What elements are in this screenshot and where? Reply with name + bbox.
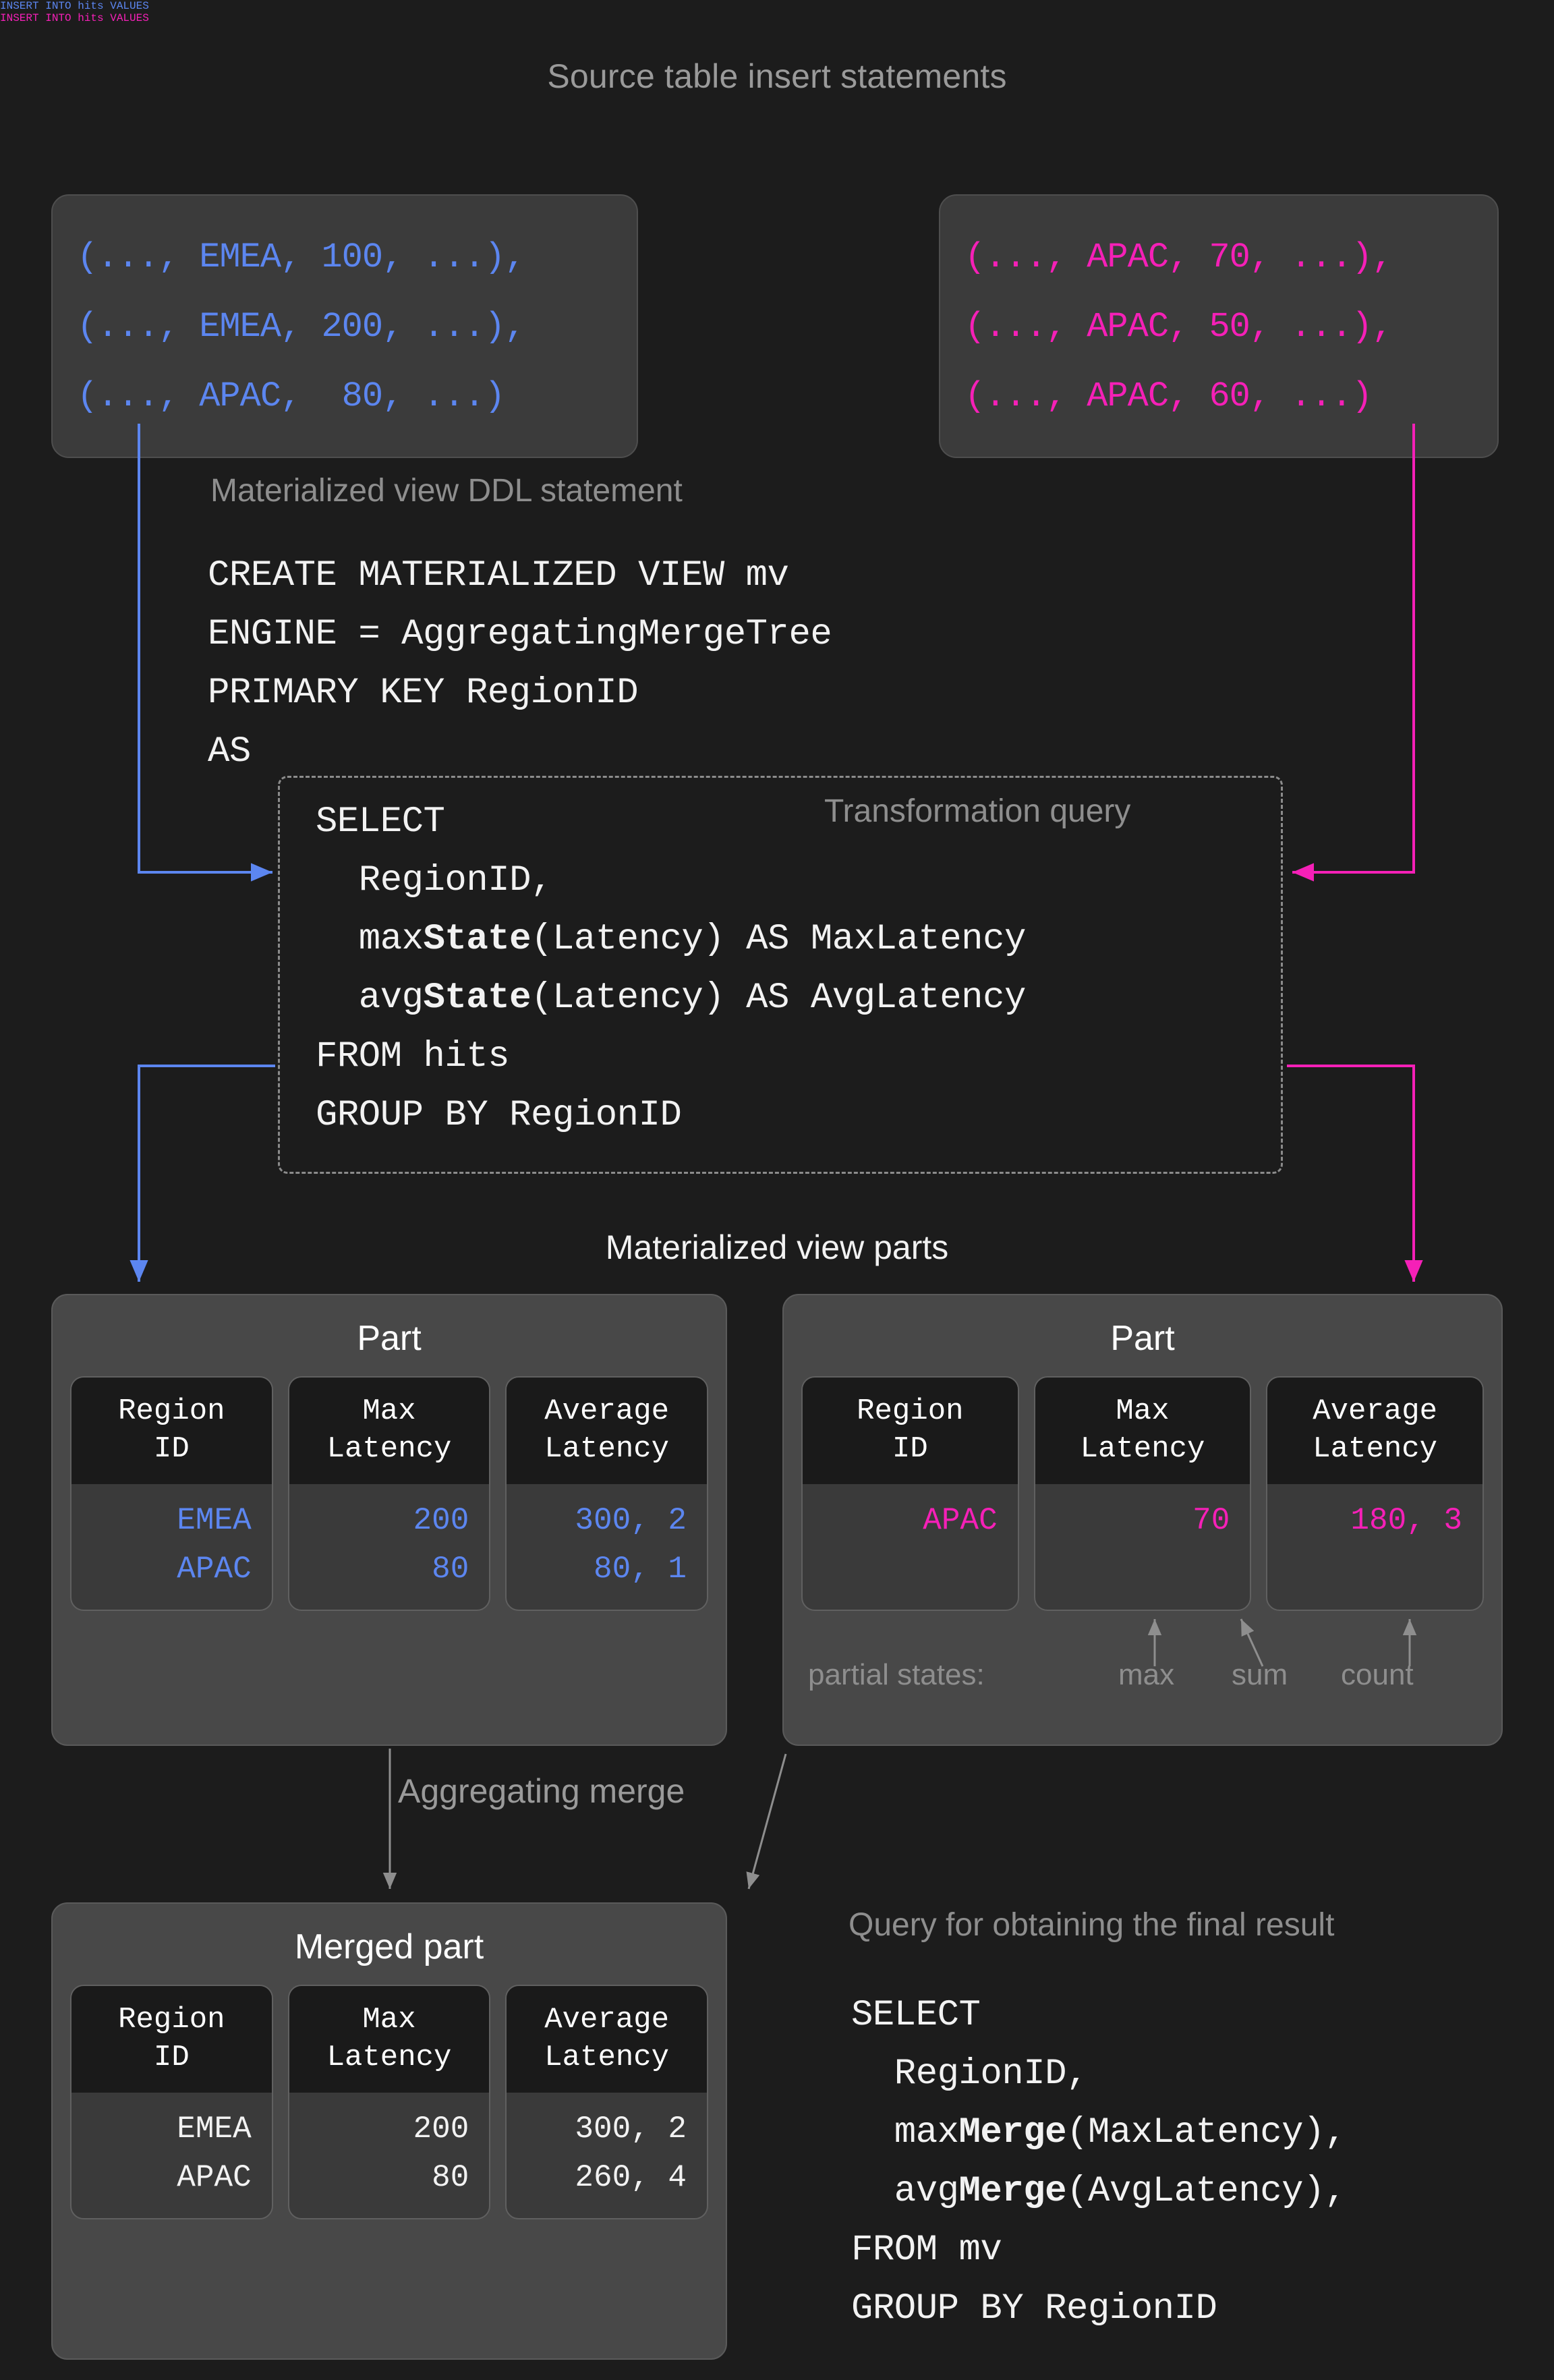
column-header: Average Latency [507,1986,707,2093]
column-body: 300, 2 260, 4 [507,2093,707,2218]
table-cell: 80, 1 [516,1545,697,1593]
part-columns: Region ID EMEA APAC Max Latency 200 80 A… [70,1376,708,1611]
column-header: Max Latency [1035,1378,1250,1484]
column-max-latency: Max Latency 200 80 [288,1985,491,2219]
column-header: Region ID [71,1378,272,1484]
table-cell-spacer [1277,1545,1473,1593]
table-cell: 70 [1045,1496,1241,1545]
column-header: Region ID [71,1986,272,2093]
table-cell: EMEA [81,1496,262,1545]
column-average-latency: Average Latency 300, 2 80, 1 [505,1376,708,1611]
table-cell: EMEA [81,2105,262,2153]
page-title: Source table insert statements [0,57,1554,96]
column-region-id: Region ID EMEA APAC [70,1985,273,2219]
column-body: 70 [1035,1484,1250,1610]
arrow-part-right-to-merged [749,1754,786,1889]
insert-values-box-right: (..., APAC, 70, ...), (..., APAC, 50, ..… [939,194,1499,458]
table-cell: 300, 2 [516,1496,697,1545]
column-average-latency: Average Latency 180, 3 [1266,1376,1484,1611]
column-header: Average Latency [507,1378,707,1484]
column-body: 200 80 [289,2093,490,2218]
column-body: EMEA APAC [71,1484,272,1610]
column-body: APAC [803,1484,1018,1610]
part-title: Part [801,1310,1484,1376]
materialized-view-part-left: Part Region ID EMEA APAC Max Latency 200… [51,1294,727,1746]
ddl-statement-code: CREATE MATERIALIZED VIEW mv ENGINE = Agg… [208,546,832,781]
table-cell-spacer [1045,1545,1241,1593]
column-max-latency: Max Latency 200 80 [288,1376,491,1611]
partial-state-max: max [1118,1658,1174,1692]
table-cell: APAC [81,1545,262,1593]
insert-statement-header-right: INSERT INTO hits VALUES [0,12,1554,24]
insert-row: (..., APAC, 80, ...) [77,362,612,431]
ddl-statement-label: Materialized view DDL statement [210,472,683,509]
partial-state-count: count [1341,1658,1414,1692]
part-columns: Region ID EMEA APAC Max Latency 200 80 A… [70,1985,708,2219]
insert-row: (..., APAC, 50, ...), [965,292,1473,362]
partial-states-label: partial states: [808,1658,985,1692]
column-header: Average Latency [1267,1378,1483,1484]
column-header: Max Latency [289,1378,490,1484]
insert-row: (..., APAC, 70, ...), [965,223,1473,292]
column-region-id: Region ID EMEA APAC [70,1376,273,1611]
part-title: Merged part [70,1919,708,1985]
table-cell: 80 [299,1545,480,1593]
table-cell: APAC [812,1496,1008,1545]
materialized-view-parts-label: Materialized view parts [0,1228,1554,1267]
column-region-id: Region ID APAC [801,1376,1019,1611]
column-body: 200 80 [289,1484,490,1610]
insert-values-box-left: (..., EMEA, 100, ...), (..., EMEA, 200, … [51,194,638,458]
final-query-code: SELECT RegionID, maxMerge(MaxLatency), a… [851,1986,1346,2338]
insert-statement-header-left: INSERT INTO hits VALUES [0,0,1554,12]
table-cell: 260, 4 [516,2153,697,2202]
column-header: Max Latency [289,1986,490,2093]
table-cell: 80 [299,2153,480,2202]
arrow-insert-right-to-query [1292,424,1414,872]
aggregating-merge-label: Aggregating merge [398,1772,685,1811]
column-body: EMEA APAC [71,2093,272,2218]
column-average-latency: Average Latency 300, 2 260, 4 [505,1985,708,2219]
table-cell: 200 [299,1496,480,1545]
part-title: Part [70,1310,708,1376]
insert-row: (..., EMEA, 100, ...), [77,223,612,292]
column-max-latency: Max Latency 70 [1034,1376,1252,1611]
table-cell: 200 [299,2105,480,2153]
column-body: 180, 3 [1267,1484,1483,1610]
part-columns: Region ID APAC Max Latency 70 Average La… [801,1376,1484,1611]
column-header: Region ID [803,1378,1018,1484]
insert-row: (..., APAC, 60, ...) [965,362,1473,431]
transformation-query-code: SELECT RegionID, maxState(Latency) AS Ma… [316,793,1026,1145]
partial-state-sum: sum [1232,1658,1288,1692]
table-cell: APAC [81,2153,262,2202]
table-cell: 300, 2 [516,2105,697,2153]
column-body: 300, 2 80, 1 [507,1484,707,1610]
table-cell-spacer [812,1545,1008,1593]
insert-row: (..., EMEA, 200, ...), [77,292,612,362]
table-cell: 180, 3 [1277,1496,1473,1545]
merged-part-box: Merged part Region ID EMEA APAC Max Late… [51,1902,727,2360]
final-query-label: Query for obtaining the final result [848,1906,1334,1944]
